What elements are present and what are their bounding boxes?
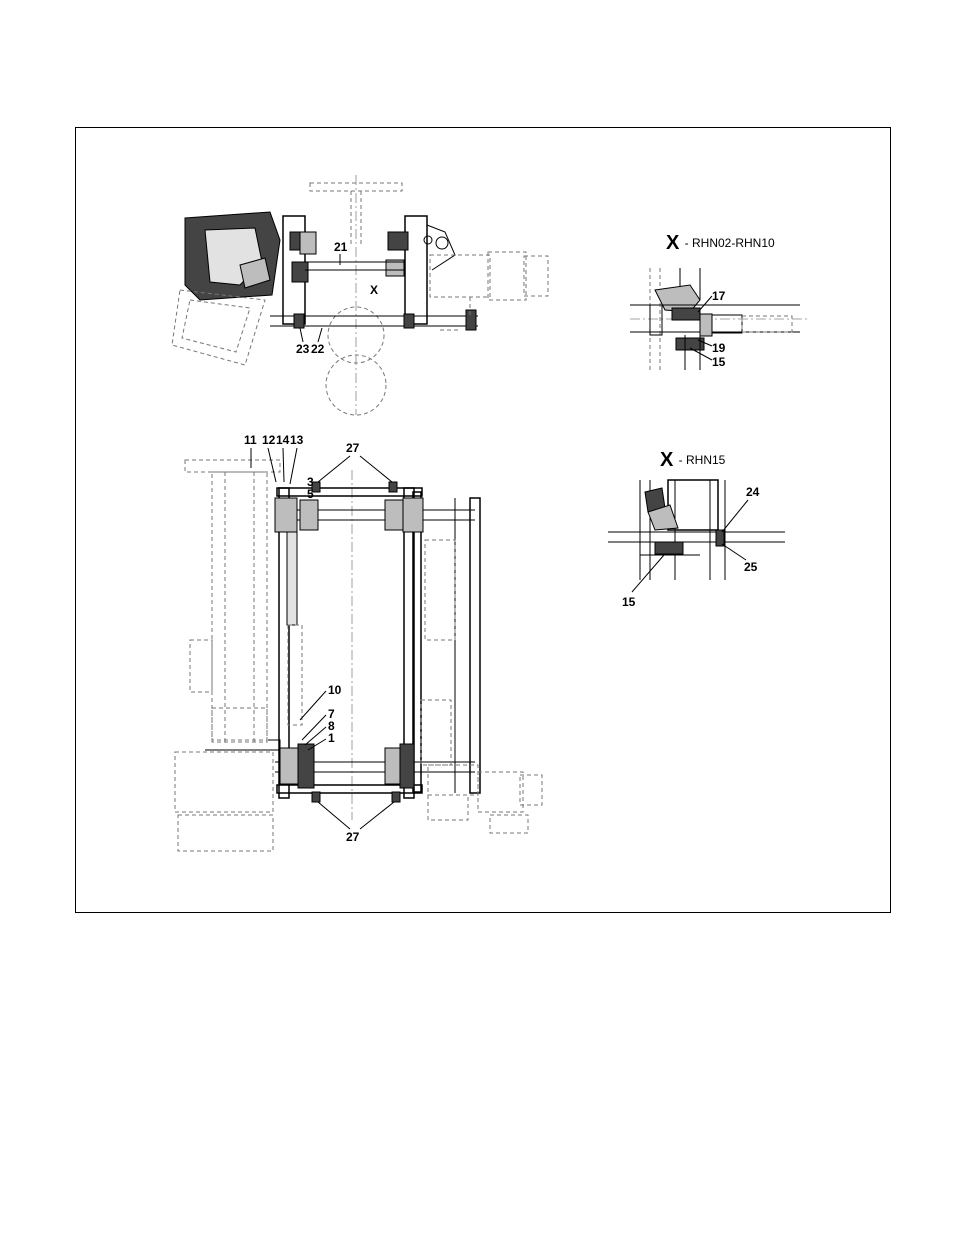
section-x-mark: X [370, 283, 378, 297]
top-view: 21 23 22 X [172, 175, 548, 415]
label-15-detail-top: 15 [712, 355, 726, 369]
label-23: 23 [296, 342, 310, 356]
front-view: 11 12 14 13 27 3 5 10 7 8 1 27 [175, 433, 542, 851]
label-22: 22 [311, 342, 325, 356]
label-24: 24 [746, 485, 760, 499]
label-17: 17 [712, 289, 726, 303]
label-15-detail-bottom: 15 [622, 595, 636, 609]
label-21: 21 [334, 240, 348, 254]
label-5: 5 [307, 487, 314, 501]
detail-top-title: X - RHN02-RHN10 [666, 232, 775, 254]
label-27-bottom: 27 [346, 830, 360, 844]
label-13: 13 [290, 433, 304, 447]
label-1: 1 [328, 731, 335, 745]
label-25: 25 [744, 560, 758, 574]
detail-bottom-title: X - RHN15 [660, 449, 726, 471]
label-12: 12 [262, 433, 276, 447]
label-14: 14 [276, 433, 290, 447]
label-19: 19 [712, 341, 726, 355]
detail-rhn15: X - RHN15 24 25 15 [608, 449, 785, 609]
label-11: 11 [244, 433, 257, 447]
label-10: 10 [328, 683, 342, 697]
detail-rhn02-rhn10: X - RHN02-RHN10 17 19 15 [630, 232, 810, 370]
label-27-top: 27 [346, 441, 360, 455]
